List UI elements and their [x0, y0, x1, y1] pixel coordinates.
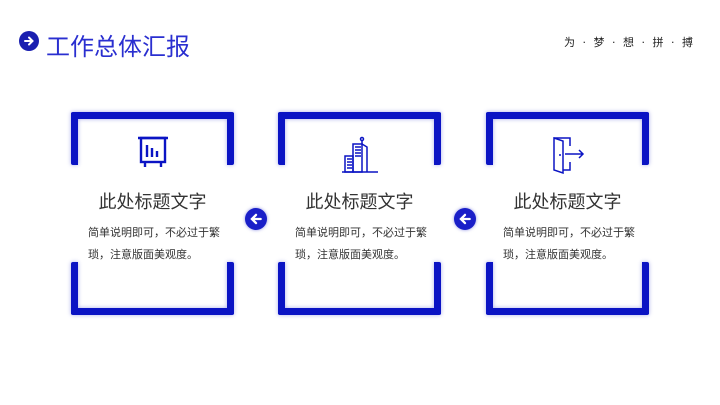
bracket-bottom — [278, 262, 441, 315]
card-1: 此处标题文字 简单说明即可，不必过于繁琐，注意版面美观度。 — [71, 112, 234, 315]
bracket-bottom — [486, 262, 649, 315]
page-title: 工作总体汇报 — [46, 33, 190, 61]
slogan: 为 · 梦 · 想 · 拼 · 搏 — [564, 36, 694, 49]
arrow-left-circle-icon — [245, 208, 267, 230]
buildings-icon — [341, 136, 378, 173]
card-description: 简单说明即可，不必过于繁琐，注意版面美观度。 — [295, 226, 427, 261]
bracket-top — [486, 112, 649, 165]
card-description: 简单说明即可，不必过于繁琐，注意版面美观度。 — [503, 226, 635, 261]
exit-door-icon — [552, 136, 584, 174]
bracket-top — [71, 112, 234, 165]
arrow-left-circle-icon — [454, 208, 476, 230]
card-title: 此处标题文字 — [513, 192, 622, 213]
presentation-chart-icon — [137, 136, 168, 167]
card-description: 简单说明即可，不必过于繁琐，注意版面美观度。 — [88, 226, 220, 261]
card-2: 此处标题文字 简单说明即可，不必过于繁琐，注意版面美观度。 — [278, 112, 441, 315]
card-3: 此处标题文字 简单说明即可，不必过于繁琐，注意版面美观度。 — [486, 112, 649, 315]
arrow-right-circle-icon — [19, 31, 39, 51]
card-title: 此处标题文字 — [305, 192, 414, 213]
bracket-bottom — [71, 262, 234, 315]
card-title: 此处标题文字 — [98, 192, 207, 213]
bracket-top — [278, 112, 441, 165]
